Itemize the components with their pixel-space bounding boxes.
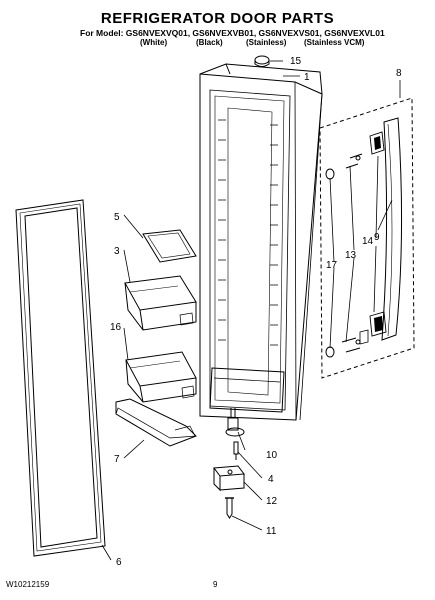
screw xyxy=(225,497,234,519)
color-black: (Black) xyxy=(196,38,223,47)
callout-15: 15 xyxy=(290,56,302,67)
callout-7: 7 xyxy=(114,454,120,465)
page-number: 9 xyxy=(213,580,218,589)
callout-16: 16 xyxy=(110,322,122,333)
callout-3: 3 xyxy=(114,246,120,257)
shelf-divider xyxy=(142,229,197,263)
document-number: W10212159 xyxy=(6,580,50,589)
callout-14: 14 xyxy=(362,236,374,247)
leader-lines xyxy=(101,60,401,561)
color-stainless: (Stainless) xyxy=(246,38,287,47)
callout-4: 4 xyxy=(268,474,274,485)
model-line: For Model: GS6NVEXVQ01, GS6NVEXVB01, GS6… xyxy=(80,28,385,38)
color-stainless-vcm: (Stainless VCM) xyxy=(304,38,365,47)
door-bin-upper xyxy=(124,275,197,331)
page-title: REFRIGERATOR DOOR PARTS xyxy=(100,10,335,27)
handle-assembly xyxy=(319,97,415,379)
hinge-bracket xyxy=(213,465,245,492)
callout-8: 8 xyxy=(396,68,402,79)
callout-9: 9 xyxy=(374,232,380,243)
callout-12: 12 xyxy=(266,496,278,507)
callout-labels: 15 1 8 5 3 16 7 17 13 14 9 10 4 12 11 6 xyxy=(110,56,402,568)
bin-front-rail xyxy=(115,398,197,447)
hinge-cap xyxy=(254,55,270,67)
callout-17: 17 xyxy=(326,260,338,271)
callout-13: 13 xyxy=(345,250,357,261)
callout-5: 5 xyxy=(114,212,120,223)
callout-10: 10 xyxy=(266,450,278,461)
callout-6: 6 xyxy=(116,557,122,568)
door-gasket xyxy=(15,199,106,557)
callout-11: 11 xyxy=(266,526,277,537)
door-shell xyxy=(199,63,323,421)
door-bin-lower xyxy=(125,351,197,403)
hinge-pin xyxy=(225,408,245,437)
callout-1: 1 xyxy=(304,72,310,83)
bushing xyxy=(233,441,239,460)
color-white: (White) xyxy=(140,38,168,47)
